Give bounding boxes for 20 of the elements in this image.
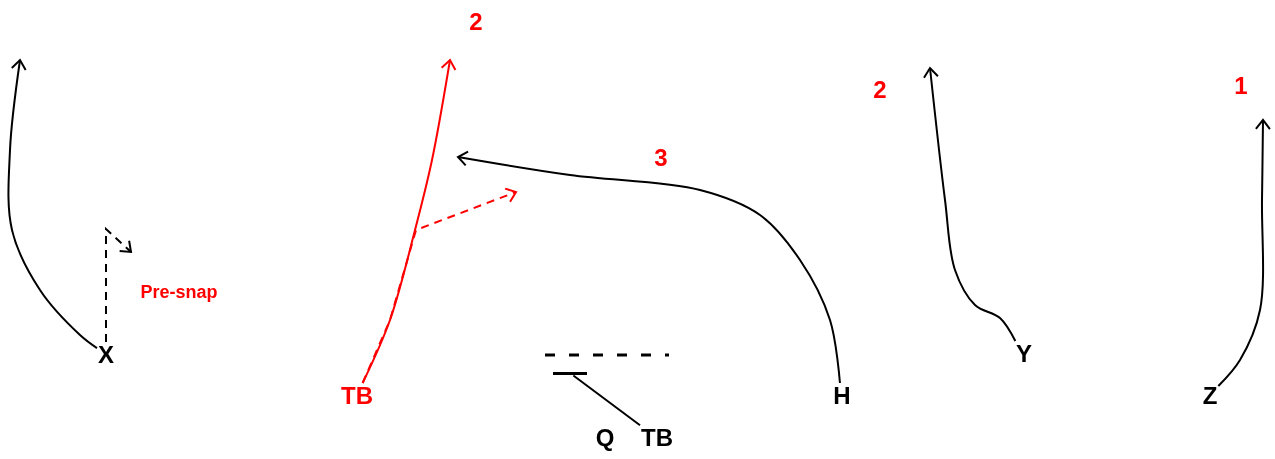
player-label: Y (1016, 342, 1032, 366)
player-label: Q (595, 426, 615, 450)
route-arrow (1217, 119, 1271, 387)
route-arrow (105, 226, 132, 343)
route-arrow (923, 67, 1017, 342)
route-arrow (361, 187, 517, 384)
route-arrow (457, 150, 841, 384)
route-arrow (7, 59, 98, 350)
note-text: Pre-snap (140, 283, 218, 301)
player-label: X (98, 343, 114, 367)
player-label: TB (641, 426, 673, 450)
route-number: 2 (873, 78, 887, 102)
route-number: 2 (469, 10, 483, 34)
player-label: H (833, 384, 851, 408)
player-label: Z (1202, 384, 1218, 408)
player-label: TB (341, 384, 373, 408)
connector-line (572, 374, 641, 427)
route-number: 1 (1234, 74, 1248, 98)
quarterback-bar (553, 371, 587, 375)
route-number: 3 (654, 146, 668, 170)
